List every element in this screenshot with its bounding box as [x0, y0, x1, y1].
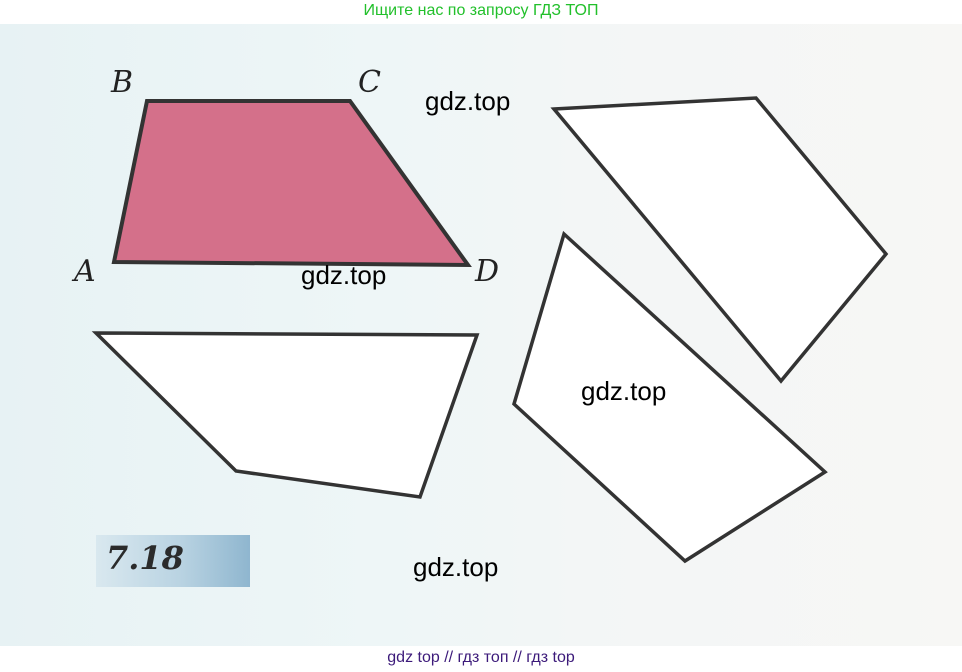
vertex-label-a: A [71, 254, 96, 289]
watermark-3: gdz.top [581, 376, 667, 406]
bottom-footer: gdz top // гдз топ // гдз top [0, 646, 962, 672]
watermark-4: gdz.top [413, 552, 499, 582]
quadrilateral-lower-left [91, 331, 480, 499]
vertex-label-d: D [474, 254, 499, 289]
watermark-1: gdz.top [425, 86, 511, 116]
quadrilateral-upper-right [550, 96, 889, 384]
trapezoid-abcd [111, 99, 472, 268]
vertex-label-b: B [110, 65, 133, 100]
top-banner: Ищите нас по запросу ГДЗ ТОП [0, 0, 962, 24]
quadrilateral-lower-right [512, 230, 828, 564]
vertex-label-c: C [358, 65, 381, 100]
watermark-2: gdz.top [301, 260, 387, 290]
problem-number: 7.18 [106, 539, 184, 577]
problem-number-badge: 7.18 [96, 535, 250, 587]
